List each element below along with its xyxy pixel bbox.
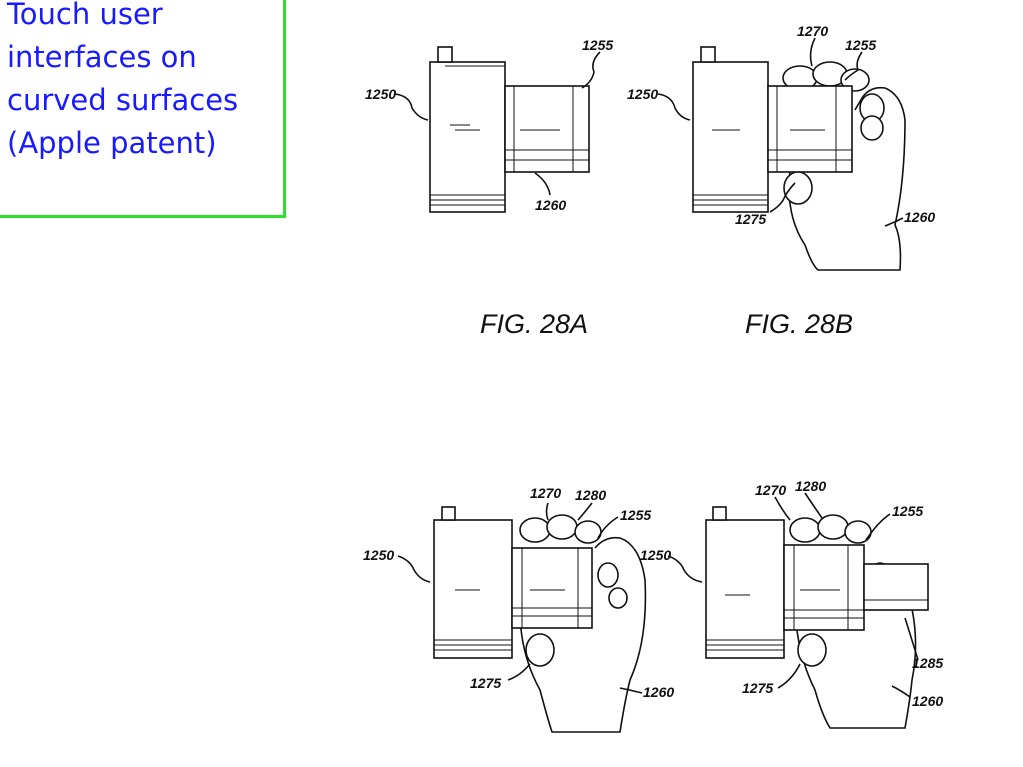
touch-surface [767,85,853,173]
figure-28a: 1250 1255 1260 FIG. 28A [365,37,613,339]
label-1280: 1280 [795,478,826,494]
label-1260: 1260 [643,684,674,700]
finger-2 [546,514,578,540]
device-button [700,46,716,63]
slide-title: Touch user interfaces on curved surfaces… [7,0,239,160]
device-body [692,61,769,213]
hand-outline [788,86,906,271]
hand-outline [519,536,647,733]
label-1250: 1250 [627,86,658,102]
figure-28d: 1270 1280 1255 1250 1285 1275 1260 [640,478,943,729]
label-1275: 1275 [470,675,501,691]
title-box: Touch user interfaces on curved surfaces… [0,0,286,218]
label-1275: 1275 [742,680,773,696]
label-1260: 1260 [535,197,566,213]
finger-2 [817,514,849,540]
device-body [429,61,506,213]
label-1255: 1255 [620,507,651,523]
device-button [712,506,727,521]
finger-1 [519,517,551,543]
fingertip-2 [608,587,628,609]
caption-28a: FIG. 28A [480,309,588,339]
caption-28b: FIG. 28B [745,309,853,339]
touch-surface [783,544,865,631]
label-1260: 1260 [904,209,935,225]
figure-28b: 1270 1255 1250 1275 1260 FIG. 28B [627,23,935,339]
device-body [705,519,785,659]
label-1285: 1285 [912,655,943,671]
label-1270: 1270 [530,485,561,501]
label-1250: 1250 [365,86,396,102]
thumb [783,171,813,205]
label-1280: 1280 [575,487,606,503]
thumb [525,633,555,667]
label-1255: 1255 [892,503,923,519]
device-body [433,519,513,659]
finger-1 [789,517,821,543]
touch-surface [511,547,593,629]
device-button [437,46,453,63]
finger-3 [574,520,602,544]
label-1250: 1250 [640,547,671,563]
label-1250: 1250 [363,547,394,563]
touch-extension [863,563,929,611]
touch-surface [504,85,590,173]
thumb [797,633,827,667]
fingertip-1 [597,562,619,588]
label-1255: 1255 [582,37,613,53]
device-button [441,506,456,521]
fingertip-2 [860,115,884,141]
label-1275: 1275 [735,211,766,227]
label-1270: 1270 [755,482,786,498]
label-1260: 1260 [912,693,943,709]
label-1255: 1255 [845,37,876,53]
label-1270: 1270 [797,23,828,39]
figure-28c: 1270 1280 1255 1250 1275 1260 [363,485,674,733]
